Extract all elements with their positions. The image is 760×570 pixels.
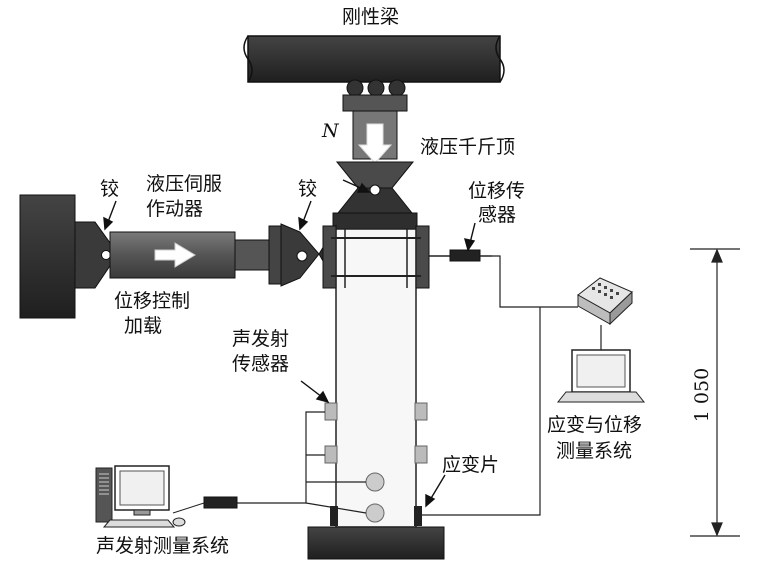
base-block (307, 526, 445, 560)
right-hinge-pin-icon (296, 250, 308, 262)
top-hinge-pin-icon (369, 184, 381, 196)
displacement-control-label-line2: 加载 (124, 315, 163, 337)
strain-displacement-system-label-line1: 应变与位移 (547, 414, 643, 436)
reaction-wall (19, 194, 76, 319)
load-arrow-icon (357, 123, 393, 164)
desktop-computer-icon (95, 465, 205, 528)
left-hinge-pin-icon (101, 250, 111, 260)
column-specimen (322, 225, 430, 528)
axial-force-label: N (322, 120, 339, 142)
top-hinge (332, 161, 418, 230)
right-hinge-label: 铰 (298, 178, 318, 200)
strain-displacement-system-label-line2: 测量系统 (556, 440, 633, 462)
servo-actuator (109, 225, 282, 285)
displacement-sensor-label-line1: 位移传 (468, 180, 526, 202)
rigid-beam (243, 35, 505, 83)
beam-break-left-icon (243, 35, 253, 83)
laptop-icon (556, 349, 646, 403)
rollers (346, 79, 406, 97)
rigid-beam-label: 刚性梁 (342, 6, 400, 28)
displacement-sensor-label-line2: 感器 (478, 204, 517, 226)
ae-sensor-label-line2: 传感器 (232, 353, 290, 375)
servo-actuator-label-line2: 作动器 (146, 198, 204, 220)
beam-break-right-icon (495, 35, 505, 83)
height-dimension-label: 1 050 (691, 367, 713, 423)
displacement-sensor (429, 249, 492, 262)
displacement-control-label-line1: 位移控制 (114, 290, 191, 312)
hydraulic-jack-label: 液压千斤顶 (420, 136, 516, 158)
ae-sensor-label-line1: 声发射 (232, 328, 290, 350)
actuator-direction-arrow-icon (154, 242, 196, 268)
ae-wires (237, 411, 367, 514)
servo-actuator-label-line1: 液压伺服 (146, 173, 223, 195)
measurement-wires (420, 255, 602, 516)
ae-preamplifier (203, 496, 238, 509)
strain-gauge-label: 应变片 (442, 454, 500, 476)
hydraulic-jack (342, 94, 408, 164)
data-logger-icon (577, 277, 633, 326)
left-hinge-label: 铰 (100, 178, 120, 200)
leader-arrows (103, 179, 476, 508)
left-hinge (74, 221, 119, 289)
ae-system-label: 声发射测量系统 (96, 535, 230, 557)
height-dimension-line (690, 248, 740, 537)
